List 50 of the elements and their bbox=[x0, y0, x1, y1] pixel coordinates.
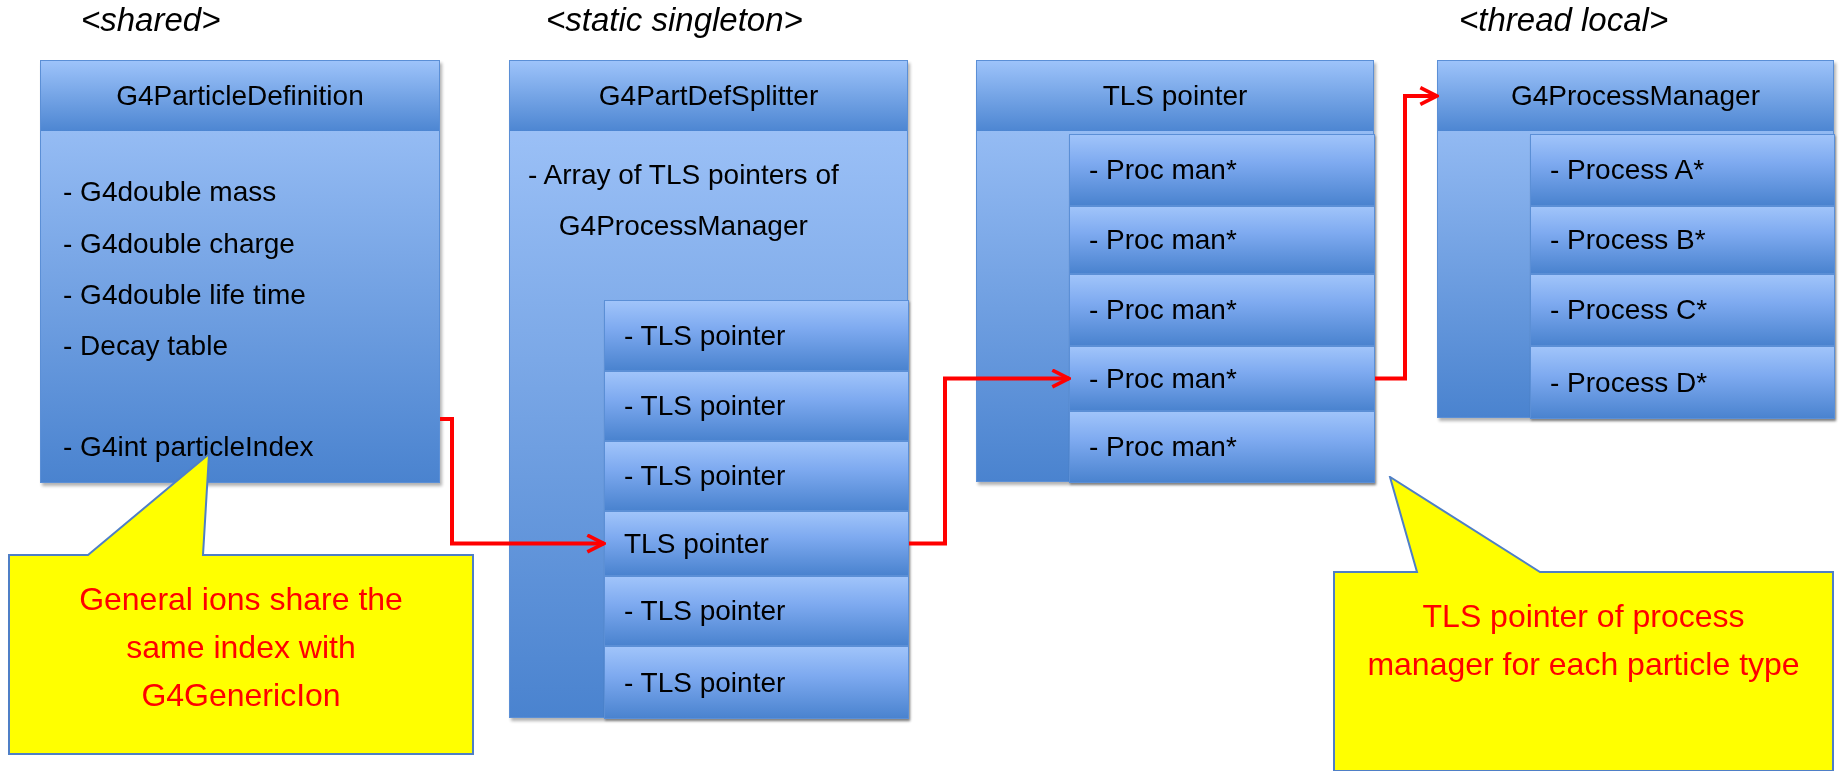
callout-text: General ions share the same index with G4GenericIon bbox=[78, 580, 404, 715]
member-text: - Proc man* bbox=[1089, 223, 1237, 257]
pointer-slot bbox=[604, 300, 909, 371]
pointer-slot bbox=[604, 511, 909, 576]
member-text: - Proc man* bbox=[1089, 293, 1237, 327]
pointer-slot bbox=[1530, 346, 1835, 419]
attribute-text: - G4double charge bbox=[63, 227, 295, 261]
attribute-text: - G4double mass bbox=[63, 175, 277, 209]
pointer-slot bbox=[604, 441, 909, 511]
member-text: - TLS pointer bbox=[624, 318, 786, 353]
connector-arrow bbox=[1375, 85, 1439, 381]
pointer-slot bbox=[604, 646, 909, 719]
member-text: - Proc man* bbox=[1089, 361, 1237, 396]
class-box bbox=[976, 60, 1374, 482]
pointer-slot bbox=[604, 576, 909, 646]
attribute-text: - G4double life time bbox=[63, 278, 306, 312]
stereotype-label: <thread local> bbox=[1459, 1, 1669, 39]
pointer-slot bbox=[1069, 411, 1375, 483]
pointer-slot bbox=[1530, 206, 1835, 274]
pointer-slot bbox=[1530, 274, 1835, 346]
pointer-slot bbox=[1069, 134, 1375, 206]
attribute-text: - Array of TLS pointers of G4ProcessManager bbox=[528, 158, 840, 243]
member-text: - Process C* bbox=[1550, 293, 1708, 327]
member-text: - Process D* bbox=[1550, 365, 1708, 400]
class-name-header: G4ProcessManager bbox=[1438, 61, 1833, 131]
stereotype-label: <shared> bbox=[81, 1, 221, 39]
pointer-slot bbox=[1069, 206, 1375, 274]
class-name-header: TLS pointer bbox=[977, 61, 1373, 131]
callout-text: TLS pointer of process manager for each particle type bbox=[1366, 597, 1801, 684]
member-text: - Proc man* bbox=[1089, 430, 1237, 464]
attribute-text: - Decay table bbox=[63, 329, 228, 363]
member-text: - Process A* bbox=[1550, 153, 1705, 187]
class-name-header: G4PartDefSplitter bbox=[510, 61, 907, 131]
connector-arrow bbox=[909, 368, 1071, 546]
member-text: - Process B* bbox=[1550, 223, 1706, 257]
callout bbox=[1333, 476, 1834, 771]
member-text: - Proc man* bbox=[1089, 153, 1237, 187]
pointer-slot bbox=[1530, 134, 1835, 206]
class-name-header: G4ParticleDefinition bbox=[41, 61, 439, 131]
member-text: - TLS pointer bbox=[624, 665, 786, 700]
pointer-slot bbox=[604, 371, 909, 441]
member-text: - TLS pointer bbox=[624, 459, 786, 493]
member-text: - TLS pointer bbox=[624, 389, 786, 423]
pointer-slot bbox=[1069, 346, 1375, 411]
member-text: - TLS pointer bbox=[624, 594, 786, 628]
stereotype-label: <static singleton> bbox=[546, 1, 803, 39]
pointer-slot bbox=[1069, 274, 1375, 346]
connector-arrow bbox=[440, 417, 606, 554]
attribute-text: - G4int particleIndex bbox=[63, 430, 314, 464]
member-text: TLS pointer bbox=[624, 526, 769, 561]
